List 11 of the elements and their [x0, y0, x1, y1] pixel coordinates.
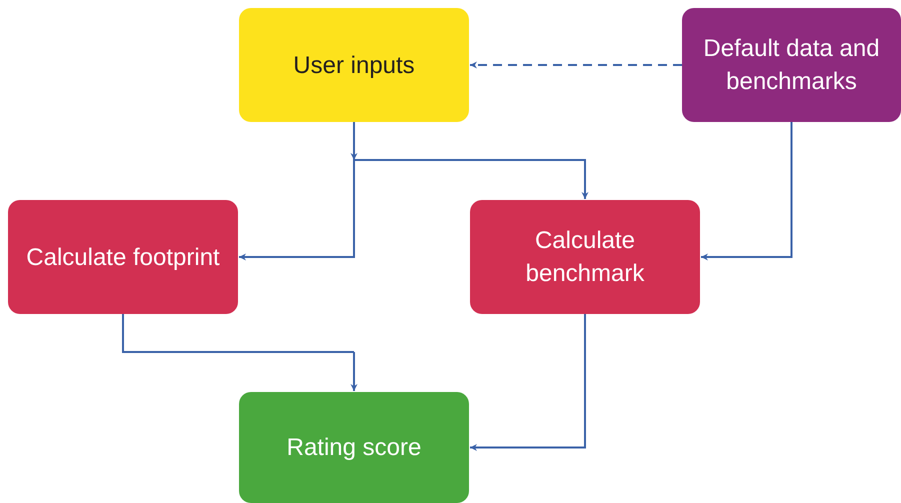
process-box: Calculate footprint — [8, 200, 238, 314]
process-box: User inputs — [239, 8, 469, 122]
arrow — [350, 352, 358, 391]
dashed-arrow — [470, 62, 682, 68]
arrow — [701, 122, 792, 260]
arrow — [354, 159, 588, 199]
process-box: Rating score — [239, 392, 469, 503]
arrow — [470, 314, 586, 451]
arrow — [350, 122, 358, 160]
process-box: Calculate benchmark — [470, 200, 700, 314]
process-box: Default data and benchmarks — [682, 8, 901, 122]
